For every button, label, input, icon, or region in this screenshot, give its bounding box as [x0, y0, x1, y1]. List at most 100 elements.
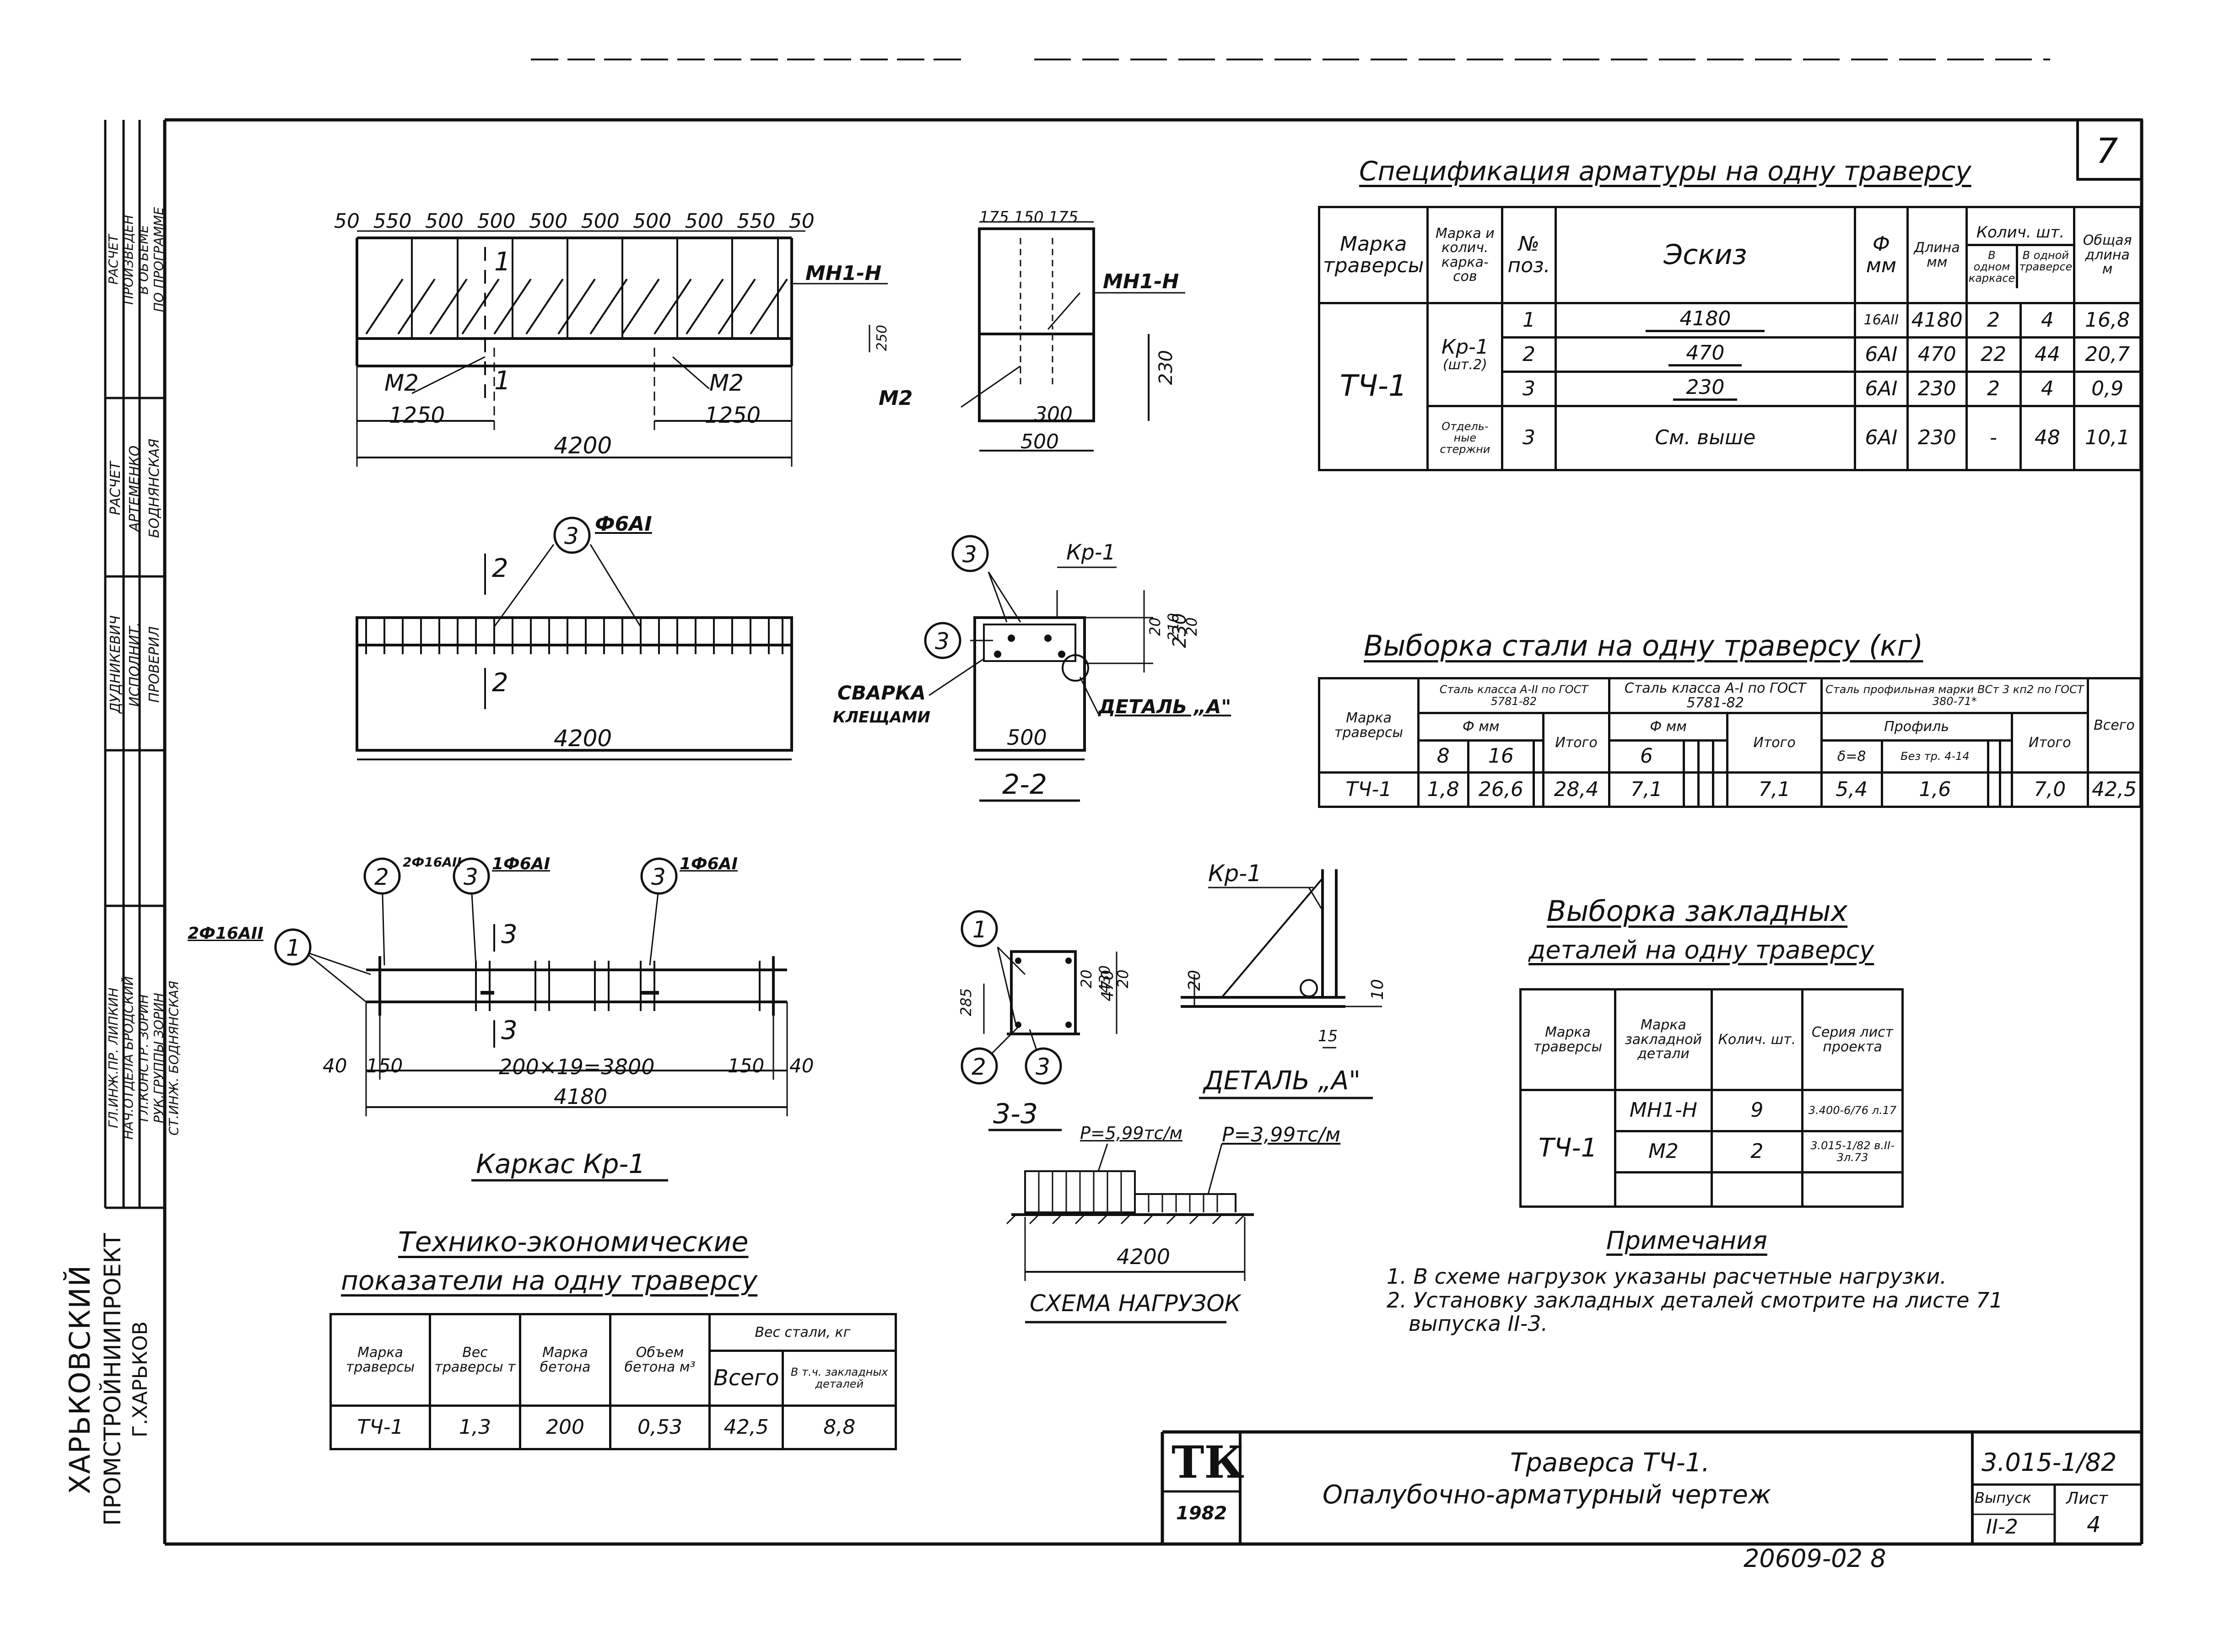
steel-d-empty — [1533, 739, 1545, 774]
stamp-line: РАСЧЕТ — [106, 234, 121, 285]
steel-header: Сталь профильная марки ВСт 3 кп2 по ГОСТ… — [1820, 677, 2089, 714]
embedded-title: деталей на одну траверсу — [1528, 936, 1874, 964]
steel-p: Без тр. 4-14 — [1880, 739, 1989, 774]
steel-p-empty — [1998, 739, 2013, 774]
spec-total: 10,1 — [2073, 405, 2142, 471]
tep-header: Вес стали, кг — [708, 1313, 897, 1352]
spec-total: 0,9 — [2073, 371, 2142, 407]
embedded-header: Марка закладной детали — [1614, 988, 1713, 1091]
tep-title: показатели на одну траверсу — [341, 1265, 758, 1296]
embedded-label: М2 — [879, 387, 913, 410]
role-row: ГЛ.ИНЖ.ПР. ЛИПКИН — [106, 987, 121, 1129]
spec-d: 6АI — [1854, 336, 1909, 373]
section-mark-1: 1 — [494, 247, 511, 277]
stamp-line: ПО ПРОГРАММЕ — [151, 207, 166, 312]
spec-d: 6АI — [1854, 371, 1909, 407]
steel-val-empty — [1998, 771, 2013, 808]
steel-header: Сталь класса А-I по ГОСТ 5781-82 — [1608, 677, 1823, 714]
tep-header: Марка траверсы — [329, 1313, 431, 1407]
rebar-label: 1Ф6АI — [492, 855, 551, 873]
callout-1: 1 — [286, 935, 301, 961]
embedded-series: 3.400-6/76 л.17 — [1801, 1089, 1904, 1132]
callout-3: 3 — [1036, 1054, 1050, 1080]
organization: ХАРЬКОВСКИЙ ПРОМСТРОЙНИИПРОЕКТ Г.ХАРЬКОВ — [50, 1226, 165, 1533]
dimension: 250 — [874, 325, 890, 351]
embedded-empty — [1614, 1171, 1713, 1208]
tep-header: Вес траверсы т — [429, 1313, 521, 1407]
embedded-empty — [1710, 1171, 1803, 1208]
spec-len: 470 — [1906, 336, 1968, 373]
spec-carcass: Кр-1(шт.2) — [1426, 302, 1504, 407]
callout-3: 3 — [564, 523, 579, 549]
tep-val: ТЧ-1 — [329, 1404, 431, 1450]
steel-header: Итого — [1542, 712, 1610, 774]
tep-header: Объем бетона м³ — [609, 1313, 711, 1407]
dimension: 20 — [1185, 970, 1204, 991]
signatures-middle: ДУДНИКЕВИЧ ИСПОЛНИТ. ПРОВЕРИЛ — [106, 581, 164, 748]
stamp-line: ПРОИЗВЕДЕН — [121, 215, 136, 305]
callout-2: 2 — [374, 864, 389, 890]
org-line: Г.ХАРЬКОВ — [129, 1321, 152, 1437]
steel-d-empty — [1682, 739, 1700, 774]
steel-d-empty — [1711, 739, 1729, 774]
dimension: 500 — [1020, 430, 1059, 453]
rebar-label: 2Ф16АII — [403, 855, 462, 870]
dimension: 300 — [1034, 403, 1073, 426]
steel-header: Марка траверсы — [1318, 677, 1420, 774]
spec-sketch: См. выше — [1554, 405, 1857, 471]
tep-val: 1,3 — [429, 1404, 521, 1450]
spec-total: 16,8 — [2073, 302, 2142, 339]
callout-3: 3 — [935, 628, 950, 655]
steel-val: 1,6 — [1880, 771, 1989, 808]
spec-separate: Отдель-ные стержни — [1426, 405, 1504, 471]
embedded-empty — [1801, 1171, 1904, 1208]
dimension: 150 — [366, 1055, 403, 1077]
spec-header: Марка и колич. карка-сов — [1426, 206, 1504, 304]
callout-3: 3 — [464, 864, 478, 890]
dimension: 285 — [957, 988, 975, 1017]
dimension: 500 — [1007, 725, 1047, 750]
carcass-label: Кр-1 — [1208, 860, 1262, 887]
spec-pos: 2 — [1501, 336, 1557, 373]
dimension: 15 — [1318, 1027, 1338, 1045]
steel-header: Профиль — [1820, 712, 2013, 742]
steel-val: 7,1 — [1726, 771, 1823, 808]
weld-label: КЛЕЩАМИ — [833, 708, 930, 726]
role-row: ГЛ.КОНСТР. ЗОРИН — [136, 994, 151, 1122]
steel-val: 26,6 — [1467, 771, 1535, 808]
note-item: 1. В схеме нагрузок указаны расчетные на… — [1387, 1264, 1947, 1289]
tep-val: 200 — [519, 1404, 611, 1450]
signatures-upper: РАСЧЕТ АРТЕМЕНКО БОДНЯНСКАЯ — [106, 403, 164, 574]
spec-total: 20,7 — [2073, 336, 2142, 373]
embedded-header: Колич. шт. — [1710, 988, 1803, 1091]
dimension: 230 — [1169, 613, 1190, 648]
section-title: 3-3 — [993, 1098, 1038, 1130]
role-label: ПРОВЕРИЛ — [146, 626, 163, 703]
rebar-label: 2Ф16АII — [188, 924, 264, 943]
spec-q2: 44 — [2019, 336, 2076, 373]
steel-d-empty — [1697, 739, 1714, 774]
steel-val-empty — [1987, 771, 2001, 808]
load-value: Р=5,99тс/м — [1080, 1123, 1182, 1143]
role-label: ИСПОЛНИТ. — [127, 622, 143, 707]
spec-header: Марка траверсы — [1317, 206, 1429, 304]
sheet-number: 7 — [2096, 130, 2118, 171]
embedded-header: Марка траверсы — [1519, 988, 1617, 1091]
spec-header: № поз. — [1501, 206, 1557, 304]
spec-d: 16АII — [1854, 302, 1909, 339]
steel-header: Сталь класса А-II по ГОСТ 5781-82 — [1417, 677, 1610, 714]
rebar-label: 1Ф6АI — [680, 855, 738, 873]
spec-sketch: 470 — [1554, 336, 1857, 373]
section-mark-2: 2 — [492, 668, 508, 698]
detail-ref: ДЕТАЛЬ „А" — [1098, 695, 1231, 718]
carcass-title: Каркас Кр-1 — [476, 1148, 646, 1179]
signatures-lower: ГЛ.ИНЖ.ПР. ЛИПКИН НАЧ.ОТДЕЛА БРОДСКИЙ ГЛ… — [106, 910, 181, 1205]
spec-mark: ТЧ-1 — [1317, 302, 1429, 471]
section-mark-3: 3 — [501, 1016, 518, 1045]
steel-val: 5,4 — [1820, 771, 1883, 808]
section-mark-1: 1 — [494, 366, 511, 396]
tep-val: 0,53 — [609, 1404, 711, 1450]
embedded-qty: 2 — [1710, 1130, 1803, 1173]
